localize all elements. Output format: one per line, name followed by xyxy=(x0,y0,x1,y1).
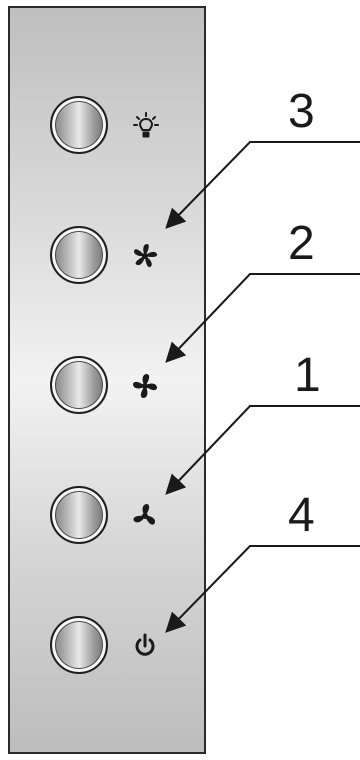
fan-speed-1-icon xyxy=(130,501,160,531)
fan-speed-3-button[interactable] xyxy=(50,226,108,284)
light-button[interactable] xyxy=(50,96,108,154)
light-bulb-icon xyxy=(131,111,161,141)
fan-speed-2-icon xyxy=(130,371,160,401)
callout-number-2: 2 xyxy=(288,217,315,270)
callout-number-4: 4 xyxy=(288,489,315,542)
fan-speed-2-button[interactable] xyxy=(50,356,108,414)
fan-speed-1-button[interactable] xyxy=(50,486,108,544)
callout-number-1: 1 xyxy=(294,349,321,402)
power-button[interactable] xyxy=(50,616,108,674)
callout-number-3: 3 xyxy=(288,85,315,138)
fan-speed-3-icon xyxy=(130,241,160,271)
power-icon xyxy=(130,631,160,661)
